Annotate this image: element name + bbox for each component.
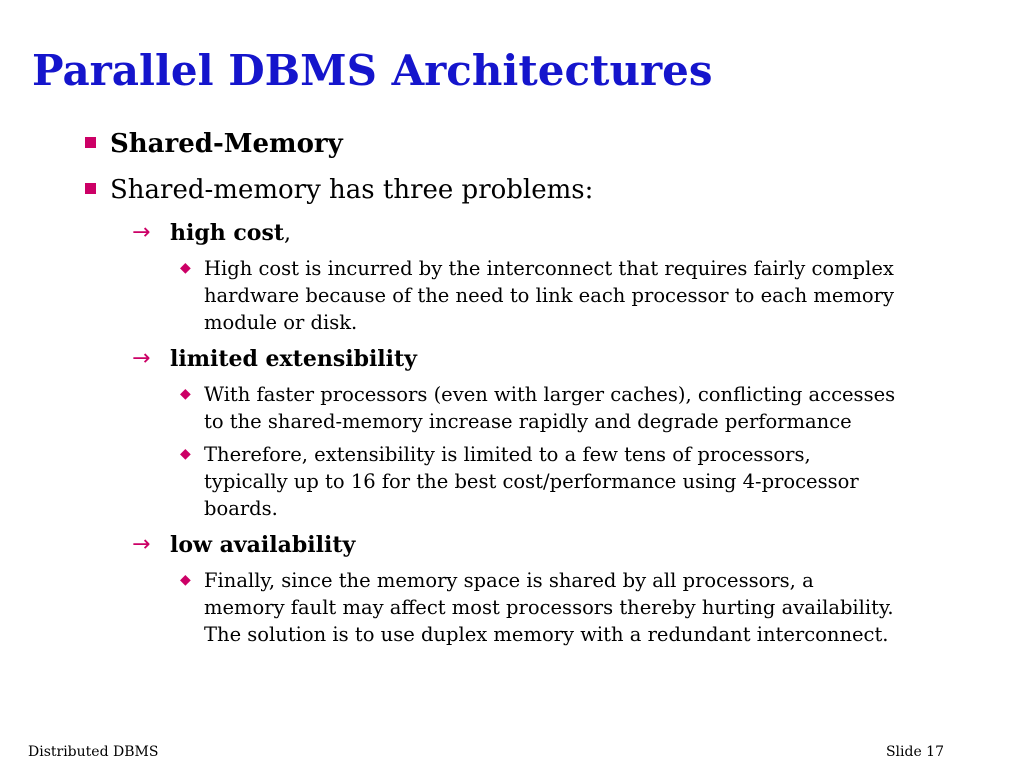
bullet-text: Shared-Memory xyxy=(110,129,343,159)
arrow-right-icon: → xyxy=(132,346,151,371)
detail-item: ◆ Finally, since the memory space is sha… xyxy=(180,567,900,648)
problem-heading: low availability xyxy=(170,532,356,558)
detail-text: High cost is incurred by the interconnec… xyxy=(204,257,895,334)
diamond-bullet-icon: ◆ xyxy=(180,446,191,462)
bullet-shared-memory: Shared-Memory xyxy=(82,124,982,164)
square-bullet-icon xyxy=(85,137,96,148)
diamond-bullet-icon: ◆ xyxy=(180,572,191,588)
footer-course-name: Distributed DBMS xyxy=(28,744,159,760)
square-bullet-icon xyxy=(85,183,96,194)
diamond-bullet-icon: ◆ xyxy=(180,386,191,402)
bullet-text: Shared-memory has three problems: xyxy=(110,175,594,205)
problem-high-cost: → high cost, xyxy=(132,216,982,251)
detail-item: ◆ Therefore, extensibility is limited to… xyxy=(180,441,900,522)
arrow-right-icon: → xyxy=(132,532,151,557)
problem-heading: high cost xyxy=(170,220,285,246)
detail-item: ◆ With faster processors (even with larg… xyxy=(180,381,900,435)
bullet-three-problems: Shared-memory has three problems: xyxy=(82,170,982,210)
footer-slide-number: Slide 17 xyxy=(885,744,944,760)
arrow-right-icon: → xyxy=(132,220,151,245)
detail-text: Therefore, extensibility is limited to a… xyxy=(204,443,859,520)
diamond-bullet-icon: ◆ xyxy=(180,260,191,276)
detail-text: With faster processors (even with larger… xyxy=(204,383,896,433)
detail-text: Finally, since the memory space is share… xyxy=(204,569,894,646)
problem-low-availability: → low availability xyxy=(132,528,982,563)
problem-suffix: , xyxy=(284,221,292,246)
detail-item: ◆ High cost is incurred by the interconn… xyxy=(180,255,900,336)
problem-heading: limited extensibility xyxy=(170,346,417,372)
slide-title: Parallel DBMS Architectures xyxy=(32,46,713,95)
problem-limited-extensibility: → limited extensibility xyxy=(132,342,982,377)
slide-content: Shared-Memory Shared-memory has three pr… xyxy=(82,124,982,654)
